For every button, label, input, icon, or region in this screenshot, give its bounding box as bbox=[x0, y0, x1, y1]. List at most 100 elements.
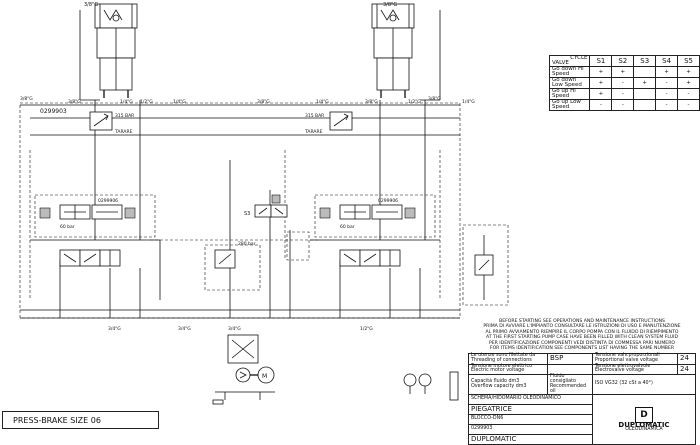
cycle-col-s3: S3 bbox=[633, 55, 657, 67]
s3-label: S3 bbox=[244, 211, 250, 217]
note-line: PRIMA DI AVVIARE L'IMPIANTO CONSULTARE L… bbox=[483, 324, 681, 330]
cycle-cell: + bbox=[633, 77, 657, 89]
note-line: FOR ITEMS IDENTIFICATION SEE COMPONENTS … bbox=[489, 346, 675, 352]
cycle-row-label: Go down Hi Speed bbox=[548, 66, 591, 78]
cap-en: Overflow capacity dm3 bbox=[471, 383, 527, 389]
drawing-name: PIEGATRICE bbox=[468, 404, 593, 416]
cycle-cell: - bbox=[611, 99, 635, 111]
label-14g-d: 1/4"G bbox=[316, 99, 329, 105]
label-12g-c: 1/2"G bbox=[360, 326, 373, 332]
cycle-cell: + bbox=[677, 66, 700, 78]
pilot-lines bbox=[29, 150, 441, 300]
cycle-cell bbox=[633, 66, 657, 78]
thread-value: BSP bbox=[547, 353, 593, 365]
fluid-it: Fluido consigliato bbox=[550, 374, 576, 384]
note-line: PER IDENTIFICAZIONE COMPONENTI VEDI DIST… bbox=[488, 340, 676, 346]
right-card-label: 0299906 bbox=[378, 198, 398, 204]
label-12g-a: 1/2"G bbox=[140, 99, 153, 105]
cycle-row-label: Go up Low Speed bbox=[548, 99, 591, 111]
pressure-switch-box bbox=[286, 231, 310, 261]
prop-en: Proportional valve voltage bbox=[595, 357, 658, 363]
right-60bar-label: 60 bar bbox=[340, 224, 355, 230]
label-38g-right: 3/8"G bbox=[383, 2, 397, 8]
right-directional-valve bbox=[339, 249, 401, 267]
part-number-label: 0299903 bbox=[40, 108, 67, 115]
cap-it: Capacità fluido dm3 bbox=[471, 378, 520, 384]
cycle-cell bbox=[633, 88, 657, 100]
duplomatic-logo-icon: D bbox=[635, 407, 653, 424]
label-14g-c: 1/4"G bbox=[462, 99, 475, 105]
cycle-col-s2: S2 bbox=[611, 55, 635, 67]
cycle-cell: - bbox=[589, 99, 613, 111]
cycle-row: Go up Low Speed - - - - bbox=[548, 99, 700, 111]
drawing-number: 0299903 bbox=[468, 424, 593, 436]
pump-motor-group bbox=[212, 334, 275, 405]
cycle-row-label: Go up Hi Speed bbox=[548, 88, 591, 100]
left-directional-valve bbox=[59, 249, 121, 267]
label-38g-left: 3/8"G bbox=[84, 2, 98, 8]
right-cylinder bbox=[371, 3, 415, 98]
cycle-cell: + bbox=[611, 66, 635, 78]
cycle-cell: - bbox=[611, 88, 635, 100]
label-38g-b: 3/8"G bbox=[257, 99, 270, 105]
main-relief-bar-label: 280 bar bbox=[238, 241, 256, 247]
cycle-cell: - bbox=[655, 99, 679, 111]
cycle-cell: + bbox=[677, 77, 700, 89]
thread-en: Threading of connections bbox=[471, 357, 532, 363]
motor-en: Electric motor voltage bbox=[471, 368, 525, 374]
pressure-lines bbox=[20, 10, 460, 319]
motor-m-label: M bbox=[262, 373, 267, 380]
left-tarare-label: TARARE bbox=[114, 129, 133, 135]
ev-it: Tensione elettrovalvole bbox=[595, 363, 651, 369]
right-relief-valve bbox=[329, 111, 353, 131]
cycle-row: Go down Hi Speed + + + + bbox=[548, 66, 700, 78]
ev-en: Electrovalve voltage bbox=[595, 368, 644, 374]
cycle-cell: + bbox=[655, 66, 679, 78]
cycle-cell: - bbox=[655, 88, 679, 100]
cycle-col-s5: S5 bbox=[677, 55, 700, 67]
cycle-row: Go down Low Speed + - + - + bbox=[548, 77, 700, 89]
label-34g-c: 3/4"G bbox=[228, 326, 241, 332]
prop-value: 24 bbox=[677, 353, 696, 365]
prop-it: Tensione valv.proporzionali bbox=[595, 353, 660, 358]
brand-name: DUPLOMATIC bbox=[618, 421, 670, 430]
label-38g-a: 3/8"G bbox=[68, 99, 81, 105]
company-name: DUPLOMATIC bbox=[468, 434, 593, 445]
left-60bar-label: 60 bar bbox=[60, 224, 75, 230]
left-card-label: 0299906 bbox=[98, 198, 118, 204]
label-34g-b: 3/4"G bbox=[178, 326, 191, 332]
right-tarare-label: TARARE bbox=[304, 129, 323, 135]
ev-value: 24 bbox=[677, 363, 696, 376]
cycle-col-s1: S1 bbox=[589, 55, 613, 67]
brand-sub: OLEODINAMICA bbox=[625, 426, 663, 432]
cycle-cell: - bbox=[611, 77, 635, 89]
right-valve-block bbox=[314, 194, 436, 238]
label-14g-a: 1/4"G bbox=[120, 99, 133, 105]
cycle-row: Go up Hi Speed + - - - bbox=[548, 88, 700, 100]
label-34g-a: 3/4"G bbox=[108, 326, 121, 332]
return-filter-group bbox=[462, 224, 509, 306]
cycle-header-cycle: CYCLE bbox=[570, 55, 588, 61]
drawing-title: PRESS-BRAKE SIZE 06 bbox=[2, 411, 159, 429]
label-38g-e: 3/8"G bbox=[428, 96, 441, 102]
left-valve-block bbox=[34, 194, 156, 238]
label-14g-b: 1/4"G bbox=[173, 99, 186, 105]
cycle-cell: + bbox=[589, 66, 613, 78]
motor-it: Tensione motore elettrico bbox=[471, 363, 533, 369]
center-s3-valve bbox=[254, 194, 288, 218]
drawing-code: BLOCCO-DN6 bbox=[468, 414, 593, 426]
cycle-cell: - bbox=[655, 77, 679, 89]
right-relief-bar-label: 315 BAR bbox=[305, 113, 324, 119]
left-relief-valve bbox=[89, 111, 113, 131]
note-line: BEFORE STARTING SEE OPERATIONS AND MAINT… bbox=[499, 319, 665, 324]
cycle-col-s4: S4 bbox=[655, 55, 679, 67]
schema-label: SCHEMA/HIDOMARIO OLEODINAMICO bbox=[468, 394, 593, 406]
thread-it: Le utenze sono filettate da bbox=[471, 353, 536, 358]
left-relief-bar-label: 315 BAR bbox=[115, 113, 134, 119]
cycle-header-valve: VALVE bbox=[552, 60, 569, 66]
main-relief-valve bbox=[204, 244, 261, 291]
gauge-symbols bbox=[403, 371, 459, 401]
